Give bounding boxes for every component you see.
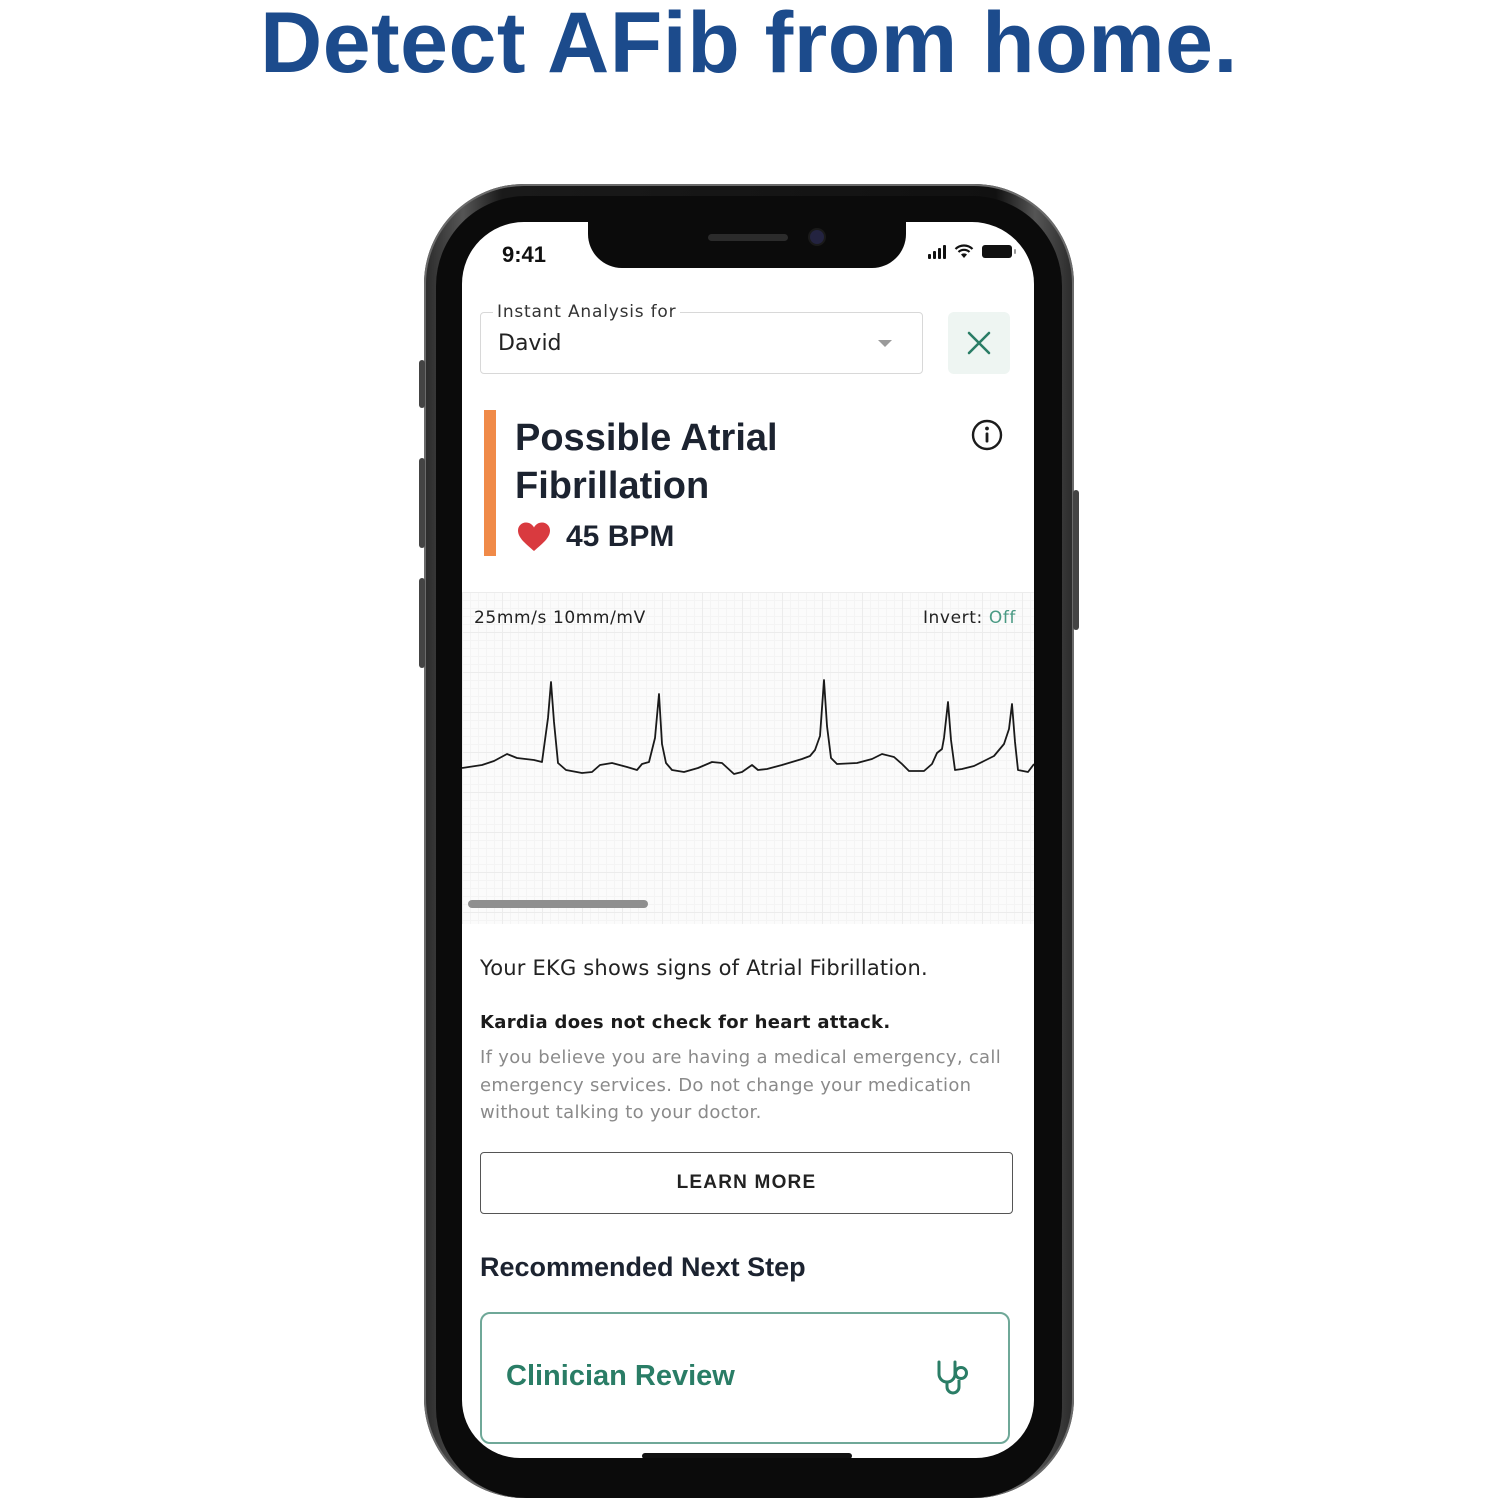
ekg-waveform bbox=[462, 679, 1034, 775]
battery-icon bbox=[982, 245, 1016, 258]
ekg-scale-label: 25mm/s 10mm/mV bbox=[474, 608, 646, 628]
invert-value: Off bbox=[988, 608, 1016, 628]
learn-more-button[interactable]: LEARN MORE bbox=[480, 1152, 1013, 1214]
home-indicator bbox=[642, 1453, 852, 1458]
stethoscope-icon bbox=[937, 1360, 968, 1395]
mute-switch bbox=[419, 360, 425, 408]
volume-up-button bbox=[419, 458, 425, 548]
status-time: 9:41 bbox=[502, 242, 547, 267]
clinician-review-label: Clinician Review bbox=[506, 1360, 735, 1392]
ekg-strip[interactable]: 25mm/s 10mm/mV Invert: Off bbox=[462, 592, 1034, 924]
signal-icon bbox=[928, 244, 946, 259]
clinician-review-card[interactable]: Clinician Review bbox=[480, 1312, 1010, 1444]
warning-title: Kardia does not check for heart attack. bbox=[480, 1012, 891, 1033]
ekg-summary: Your EKG shows signs of Atrial Fibrillat… bbox=[480, 956, 928, 980]
phone-screen: 9:41 Instant Analysis for David Possible… bbox=[462, 222, 1034, 1458]
volume-down-button bbox=[419, 578, 425, 668]
heart-icon bbox=[518, 522, 550, 551]
heart-rate-value: 45 BPM bbox=[566, 520, 675, 553]
patient-select[interactable]: Instant Analysis for David bbox=[480, 302, 923, 374]
warning-body: If you believe you are having a medical … bbox=[480, 1047, 1001, 1123]
front-camera bbox=[810, 230, 824, 244]
headline: Detect AFib from home. bbox=[260, 0, 1238, 91]
speaker-grille bbox=[708, 234, 788, 241]
result-accent-bar bbox=[484, 410, 496, 556]
close-button[interactable] bbox=[948, 312, 1010, 374]
result-title: Possible Atrial Fibrillation bbox=[515, 417, 778, 507]
wifi-icon bbox=[954, 244, 974, 258]
invert-toggle[interactable]: Invert: Off bbox=[923, 608, 1016, 628]
chevron-down-icon bbox=[878, 340, 892, 347]
close-icon bbox=[967, 331, 991, 355]
invert-label: Invert: bbox=[922, 608, 983, 628]
info-icon[interactable] bbox=[970, 418, 1004, 452]
ekg-scrollbar[interactable] bbox=[468, 900, 648, 908]
next-step-title: Recommended Next Step bbox=[480, 1252, 806, 1282]
heart-rate-row: 45 BPM bbox=[516, 520, 674, 554]
patient-select-value: David bbox=[498, 331, 562, 356]
status-icons bbox=[928, 244, 1016, 259]
power-button bbox=[1073, 490, 1079, 630]
patient-select-label: Instant Analysis for bbox=[493, 302, 681, 322]
notch bbox=[588, 222, 906, 268]
